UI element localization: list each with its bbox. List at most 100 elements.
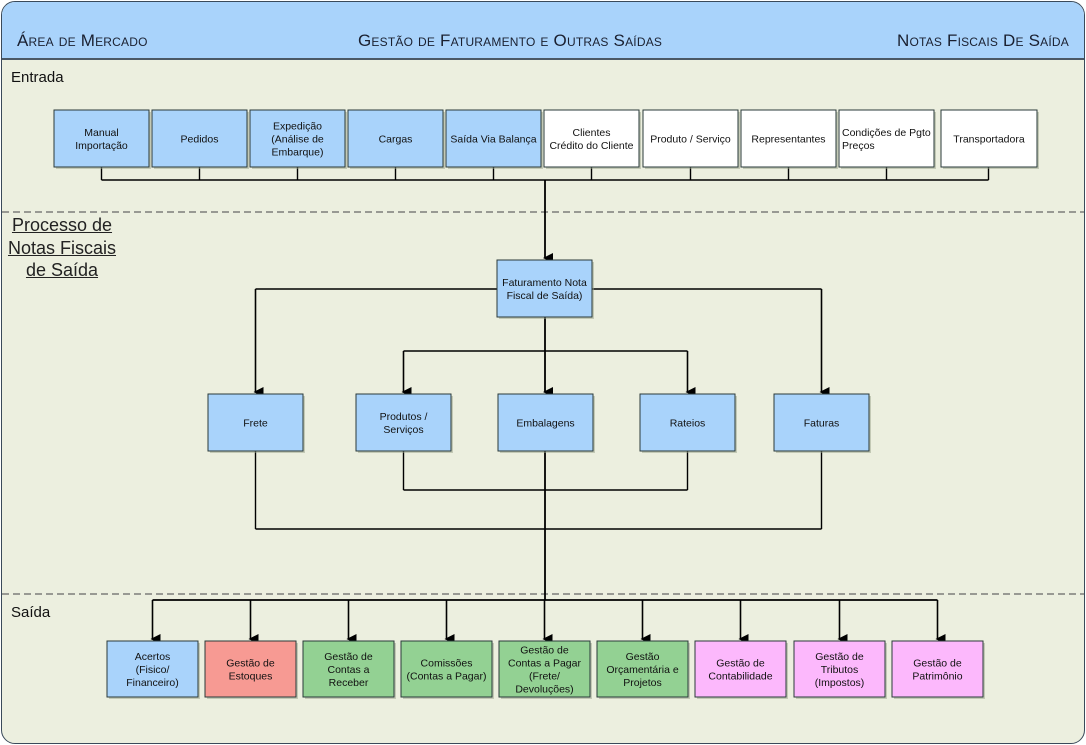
box-label: Gestão de	[815, 651, 864, 663]
box-rect	[891, 640, 984, 698]
box-saida-via-balanca[interactable]: Saída Via Balança	[445, 109, 543, 169]
box-rect	[204, 640, 297, 698]
section-label-processo-line: de Saída	[25, 260, 99, 280]
section-label-entrada: Entrada	[11, 69, 64, 86]
box-label: Produto / Serviço	[650, 134, 731, 146]
box-rect	[498, 640, 591, 698]
section-label-processo-line: Processo de	[11, 215, 113, 235]
box-label: Rateios	[670, 418, 706, 430]
box-rect	[106, 640, 199, 698]
header-bar: Área de Mercado Gestão de Faturamento e …	[2, 2, 1084, 60]
box-rect	[249, 109, 346, 168]
box-embalagens[interactable]: Embalagens	[497, 393, 595, 453]
box-label: Gestão de	[226, 658, 275, 670]
box-label: Tributos	[821, 664, 859, 676]
box-label: Projetos	[623, 677, 662, 689]
box-rect	[400, 640, 493, 698]
box-cargas[interactable]: Cargas	[347, 109, 445, 169]
box-label: Condições de Pgto	[842, 127, 931, 139]
box-label: Estoques	[229, 671, 273, 683]
header-area-title: Área de Mercado	[17, 31, 148, 50]
box-representantes[interactable]: Representantes	[740, 109, 838, 169]
box-rect	[642, 109, 739, 168]
box-transportadora[interactable]: Transportadora	[940, 109, 1039, 169]
box-comissoes[interactable]: Comissões(Contas a Pagar)	[400, 640, 494, 699]
box-label: Representantes	[751, 134, 825, 146]
box-label: Comissões	[421, 658, 473, 670]
box-label: Contas a	[327, 664, 369, 676]
box-produto-servico[interactable]: Produto / Serviço	[642, 109, 740, 169]
box-label: Contabilidade	[708, 671, 772, 683]
box-label: Gestão	[626, 651, 660, 663]
box-label: Clientes	[573, 127, 611, 139]
box-rect	[207, 393, 304, 452]
box-label: Manual	[84, 127, 118, 139]
box-rect	[496, 259, 593, 318]
box-rect	[940, 109, 1038, 168]
box-frete[interactable]: Frete	[207, 393, 305, 453]
box-label: Devoluções)	[515, 684, 573, 696]
box-label: (Análise de	[271, 134, 324, 146]
box-label: Frete	[243, 418, 268, 430]
box-label: Saída Via Balança	[450, 134, 536, 146]
box-label: Patrimônio	[912, 671, 962, 683]
box-rect	[302, 640, 395, 698]
box-label: Transportadora	[953, 134, 1025, 146]
box-label: (Impostos)	[815, 677, 865, 689]
box-label: Orçamentária e	[606, 664, 679, 676]
box-label: Faturamento Nota	[502, 277, 587, 289]
section-label-saida: Saída	[11, 604, 51, 621]
box-rect	[740, 109, 837, 168]
box-label: Gestão de	[913, 658, 962, 670]
box-acertos[interactable]: Acertos(Fisico/Financeiro)	[106, 640, 200, 699]
box-label: Produtos /	[380, 411, 428, 423]
box-label: Importação	[75, 140, 128, 152]
box-label: Embarque)	[272, 147, 324, 159]
box-label: Receber	[329, 677, 369, 689]
box-label: Gestão de	[520, 645, 569, 657]
box-rect	[151, 109, 248, 168]
box-produtos-servicos[interactable]: Produtos /Serviços	[355, 393, 453, 453]
box-label: Gestão de	[324, 651, 373, 663]
box-pedidos[interactable]: Pedidos	[151, 109, 249, 169]
section-label-processo: Processo de Notas Fiscais de Saída	[2, 214, 122, 282]
box-rect	[773, 393, 870, 452]
box-label: (Contas a Pagar)	[407, 671, 487, 683]
box-faturas[interactable]: Faturas	[773, 393, 871, 453]
box-label: Preços	[842, 140, 875, 152]
box-label: Serviços	[383, 424, 423, 436]
header-main-title: Gestão de Faturamento e Outras Saídas	[358, 31, 663, 50]
box-label: Fiscal de Saída)	[507, 290, 583, 302]
box-label: Acertos	[135, 651, 171, 663]
box-rect	[497, 393, 594, 452]
header-subject-title: Notas Fiscais De Saída	[897, 31, 1069, 50]
box-rect	[53, 109, 150, 168]
box-label: (Frete/	[529, 671, 560, 683]
box-rateios[interactable]: Rateios	[639, 393, 737, 453]
box-rect	[355, 393, 452, 452]
box-label: Faturas	[804, 418, 840, 430]
box-rect	[639, 393, 736, 452]
box-label: Gestão de	[716, 658, 765, 670]
box-rect	[694, 640, 787, 698]
box-rect	[543, 109, 640, 168]
box-label: (Fisico/	[136, 664, 170, 676]
box-rect	[347, 109, 444, 168]
box-rect	[793, 640, 886, 698]
box-label: Contas a Pagar	[508, 658, 581, 670]
box-label: Cargas	[379, 134, 413, 146]
box-rect	[445, 109, 542, 168]
